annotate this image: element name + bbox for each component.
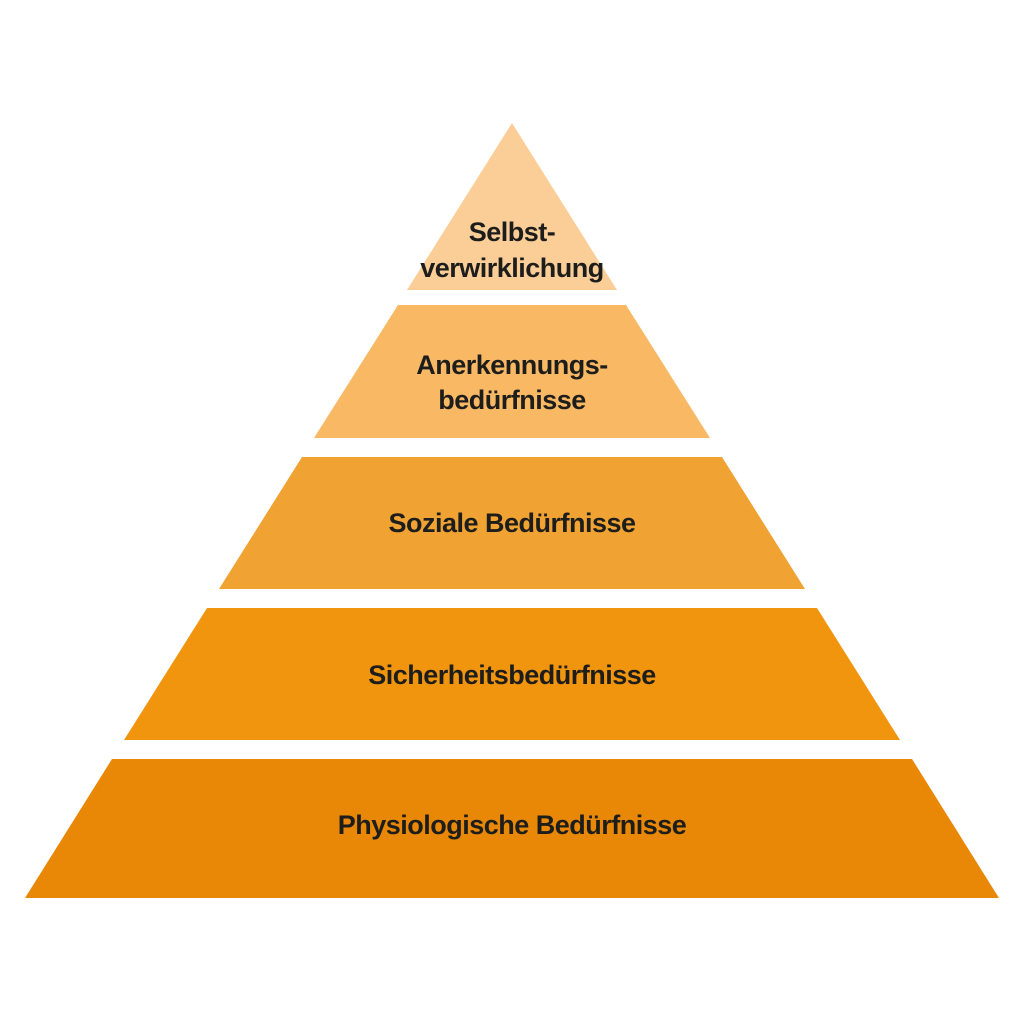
label-physiologische-beduerfnisse: Physiologische Bedürfnisse — [338, 810, 687, 840]
label-anerkennungsbeduerfnisse-line1: Anerkennungs- — [416, 350, 608, 380]
label-selbstverwirklichung-line1: Selbst- — [469, 217, 556, 247]
level-selbstverwirklichung-shape — [407, 123, 617, 290]
label-anerkennungsbeduerfnisse-line2: bedürfnisse — [438, 385, 586, 415]
level-soziale-beduerfnisse-shape — [219, 457, 805, 589]
level-physiologische-beduerfnisse-shape — [25, 759, 999, 898]
label-soziale-beduerfnisse: Soziale Bedürfnisse — [388, 508, 636, 538]
label-sicherheitsbeduerfnisse: Sicherheitsbedürfnisse — [368, 660, 656, 690]
level-sicherheitsbeduerfnisse-shape — [124, 608, 900, 740]
level-anerkennungsbeduerfnisse-shape — [314, 305, 710, 438]
label-selbstverwirklichung-line2: verwirklichung — [420, 253, 604, 283]
